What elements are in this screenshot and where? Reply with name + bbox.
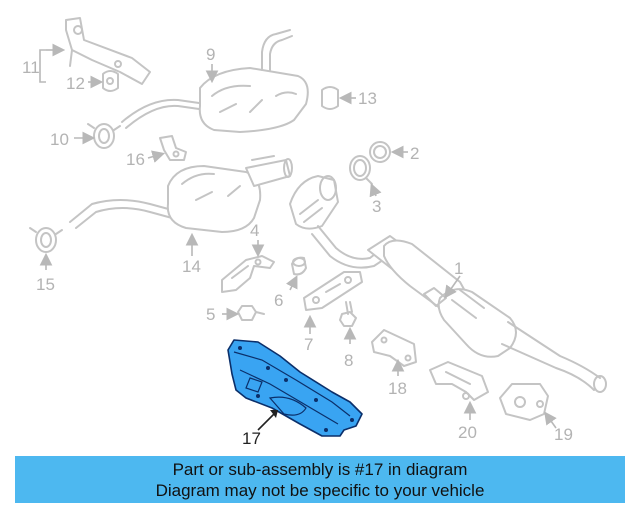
callout-4-group: 4	[250, 221, 265, 258]
callout-18-group: 18	[388, 358, 407, 398]
callout-2-group: 2	[390, 144, 419, 163]
part-2-gasket[interactable]	[369, 141, 391, 163]
callout-1-group: 1	[444, 259, 463, 299]
callout-16-group: 16	[126, 150, 166, 169]
callout-19: 19	[554, 425, 573, 444]
callout-1: 1	[454, 259, 463, 278]
callout-20: 20	[458, 423, 477, 442]
callout-8-group: 8	[343, 326, 357, 370]
callout-19-group: 19	[544, 411, 573, 444]
callout-17-group: 17	[242, 410, 278, 448]
part-14-center-muffler[interactable]	[69, 155, 293, 233]
part-16-bracket[interactable]	[159, 135, 187, 161]
callout-6: 6	[274, 291, 283, 310]
callout-13-group: 13	[338, 89, 377, 108]
callout-7-group: 7	[303, 314, 317, 354]
part-19-hanger-mount[interactable]	[499, 383, 549, 421]
part-10-clamp[interactable]	[87, 123, 121, 149]
part-5-bolt[interactable]	[237, 305, 265, 321]
callout-15-group: 15	[36, 252, 55, 294]
callout-18: 18	[388, 379, 407, 398]
callout-3-group: 3	[369, 183, 382, 216]
callout-7: 7	[304, 335, 313, 354]
part-3-clamp[interactable]	[349, 155, 373, 185]
part-18-mount-bracket[interactable]	[371, 329, 417, 367]
callout-4: 4	[250, 221, 259, 240]
callout-11-group: 11	[22, 43, 66, 83]
callout-3: 3	[372, 197, 381, 216]
part-20-bracket[interactable]	[429, 361, 489, 401]
callout-17: 17	[242, 429, 261, 448]
callout-12-group: 12	[66, 74, 104, 93]
callout-9: 9	[206, 45, 215, 64]
part-8-stud[interactable]	[339, 301, 357, 327]
callout-15: 15	[36, 275, 55, 294]
info-banner: Part or sub-assembly is #17 in diagram D…	[15, 456, 625, 503]
part-15-clamp[interactable]	[29, 227, 63, 253]
callout-14-group: 14	[182, 232, 201, 276]
banner-line-2: Diagram may not be specific to your vehi…	[155, 480, 485, 500]
callout-16: 16	[126, 150, 145, 169]
callout-13: 13	[358, 89, 377, 108]
part-9-rear-muffler[interactable]	[121, 29, 309, 133]
callout-9-group: 9	[205, 45, 219, 84]
part-6-nut[interactable]	[291, 256, 307, 276]
callout-6-group: 6	[274, 275, 298, 310]
part-11-bracket[interactable]	[65, 17, 151, 85]
callout-12: 12	[66, 74, 85, 93]
callout-10: 10	[50, 130, 69, 149]
callout-10-group: 10	[50, 130, 96, 149]
exhaust-parts-diagram: 11 12 10 9 13	[22, 17, 607, 448]
banner-line-1: Part or sub-assembly is #17 in diagram	[172, 459, 468, 479]
part-13-mount[interactable]	[321, 86, 339, 110]
part-7-gasket[interactable]	[303, 271, 363, 311]
callout-2: 2	[410, 144, 419, 163]
part-17-heat-shield[interactable]	[227, 339, 363, 437]
callout-5-group: 5	[206, 305, 240, 324]
callout-20-group: 20	[458, 400, 477, 442]
callout-5: 5	[206, 305, 215, 324]
part-4-heat-shield[interactable]	[221, 255, 275, 293]
callout-11: 11	[22, 58, 40, 77]
callout-14: 14	[182, 257, 201, 276]
callout-8: 8	[344, 351, 353, 370]
part-12-hanger[interactable]	[102, 70, 119, 92]
